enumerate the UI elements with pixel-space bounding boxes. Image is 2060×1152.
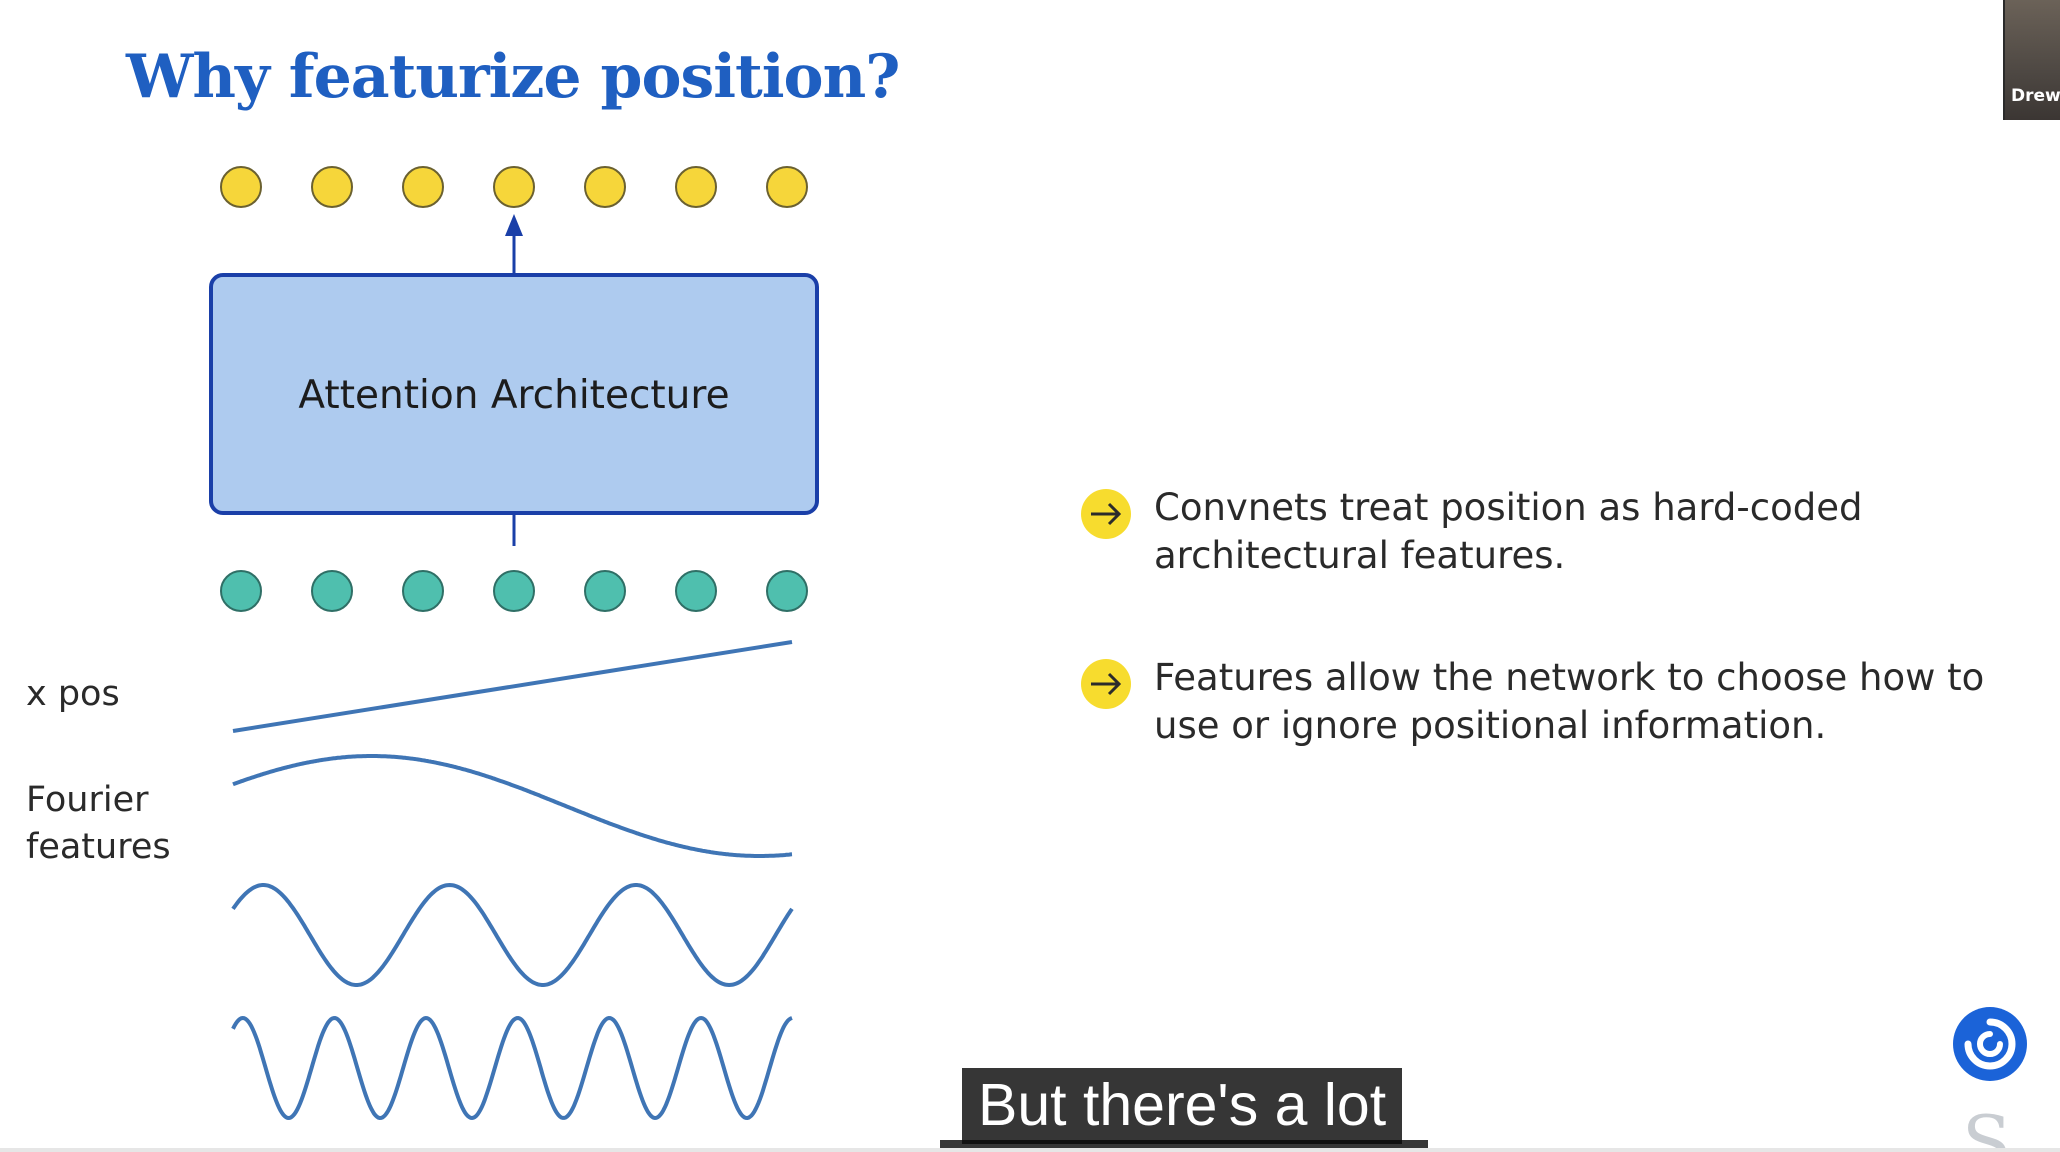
bullet-text-line: Convnets treat position as hard-coded (1154, 486, 1863, 529)
corner-ghost-mark: S (1962, 1100, 2012, 1152)
output-node (220, 166, 262, 208)
attention-diagram: Attention Architecture x pos Fourier fea… (26, 166, 819, 1121)
fourier-wave-mid-frequency (231, 882, 794, 988)
output-nodes (220, 166, 808, 208)
output-node (402, 166, 444, 208)
output-node (766, 166, 808, 208)
arrow-right-icon (1081, 489, 1131, 539)
output-node (675, 166, 717, 208)
bullet-text-line: use or ignore positional information. (1154, 704, 1827, 747)
slide-title: Why featurize position? (126, 42, 900, 112)
fourier-wave-high-frequency (231, 1015, 793, 1121)
input-node (584, 570, 626, 612)
input-nodes (220, 570, 808, 612)
fourier-wave-low-frequency (232, 754, 793, 858)
input-node (220, 570, 262, 612)
output-node (493, 166, 535, 208)
participant-video-thumbnail[interactable]: Drew (2003, 0, 2060, 120)
x-pos-label: x pos (26, 674, 120, 714)
input-node (675, 570, 717, 612)
bullet-item: Features allow the network to choose how… (1080, 654, 2040, 750)
video-caption: But there's a lot (962, 1068, 1403, 1144)
swirl-logo-icon (1953, 1007, 2027, 1081)
fourier-label-line1: Fourier (26, 780, 149, 820)
input-node (766, 570, 808, 612)
output-arrow (505, 214, 523, 273)
arrow-right-icon (1081, 659, 1131, 709)
fourier-label-line2: features (26, 827, 171, 867)
bullet-text-line: Features allow the network to choose how… (1154, 656, 1985, 699)
bullet-text: Convnets treat position as hard-coded ar… (1154, 484, 1862, 580)
bullet-text: Features allow the network to choose how… (1154, 654, 1984, 750)
bullet-item: Convnets treat position as hard-coded ar… (1080, 484, 2040, 580)
x-pos-ramp-line (232, 640, 793, 733)
output-node (584, 166, 626, 208)
bullet-text-line: architectural features. (1154, 534, 1566, 577)
bottom-divider (0, 1148, 2060, 1152)
input-node (402, 570, 444, 612)
participant-name: Drew (2011, 86, 2060, 106)
input-node (311, 570, 353, 612)
attention-box-label: Attention Architecture (298, 373, 729, 418)
output-node (311, 166, 353, 208)
input-node (493, 570, 535, 612)
